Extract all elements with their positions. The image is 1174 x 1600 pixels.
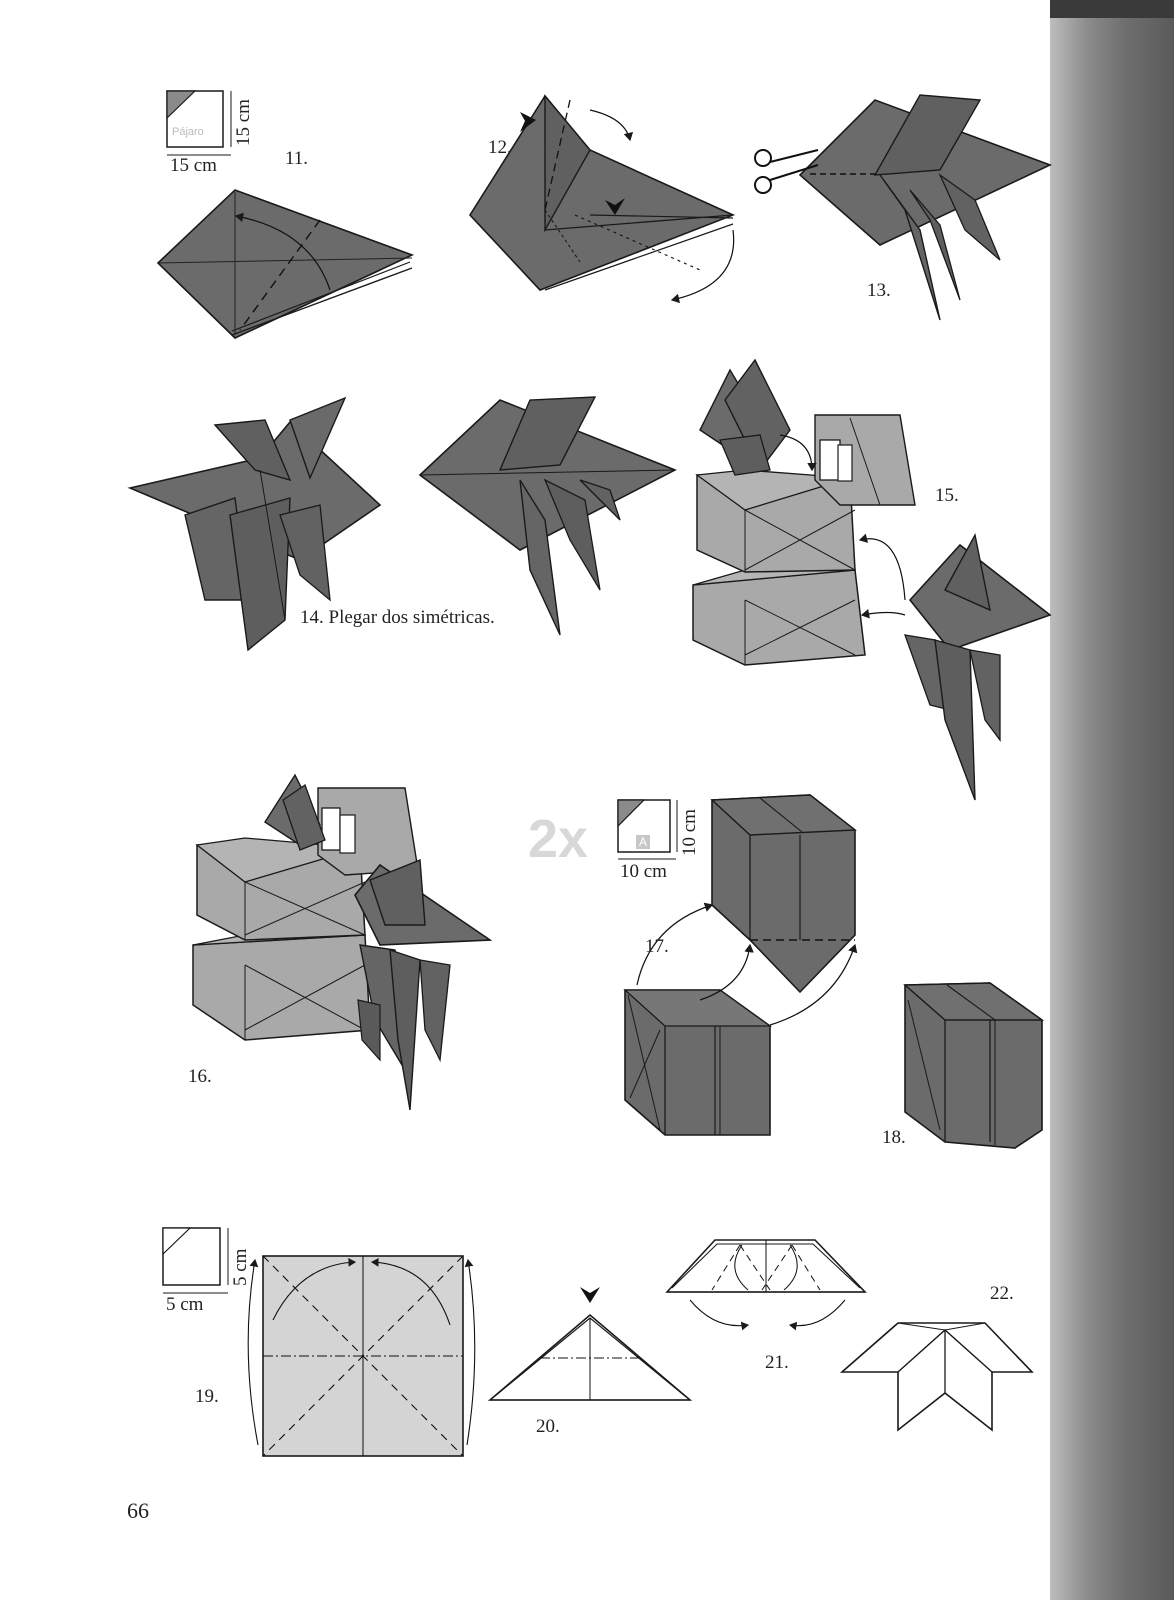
step-19-label: 19.	[195, 1386, 219, 1407]
dimension-height-box: 10 cm	[679, 809, 700, 856]
book-spine-edge	[1050, 0, 1174, 18]
dimension-width-bird: 15 cm	[170, 155, 217, 176]
paper-tag-bird: Pájaro	[172, 126, 204, 138]
paper-multiplier: 2x	[528, 809, 589, 869]
step-18-label: 18.	[882, 1127, 906, 1148]
step-15-diagram	[692, 358, 1052, 801]
dimension-height-bird: 15 cm	[233, 99, 254, 146]
step-20-diagram	[487, 1287, 693, 1401]
page-number: 66	[127, 1498, 149, 1523]
paper-tag-box: A	[636, 835, 651, 849]
paper-spec-box	[617, 799, 678, 860]
book-spine-shadow	[1050, 0, 1174, 1600]
dimension-width-box: 10 cm	[620, 861, 667, 882]
step-17-label: 17.	[645, 936, 669, 957]
step-12-label: 12.	[488, 137, 512, 158]
step-15-label: 15.	[935, 485, 959, 506]
paper-spec-flower	[162, 1227, 229, 1294]
step-21-diagram	[665, 1239, 867, 1331]
step-19-diagram	[247, 1255, 476, 1457]
step-14-label: 14. Plegar dos simétricas.	[300, 607, 495, 628]
step-20-label: 20.	[536, 1416, 560, 1437]
step-13-label: 13.	[867, 280, 891, 301]
step-17-diagram	[623, 794, 858, 1136]
dimension-width-flower: 5 cm	[166, 1294, 204, 1315]
step-22-label: 22.	[990, 1283, 1014, 1304]
step-14-diagram-right	[418, 396, 677, 636]
step-16-diagram	[192, 773, 493, 1111]
step-22-diagram	[839, 1322, 1034, 1432]
push-arrow-icon	[580, 1287, 600, 1303]
step-11-diagram	[156, 189, 415, 339]
step-14-diagram-left	[127, 396, 382, 652]
push-arrow-icon	[520, 112, 536, 132]
scissors-icon	[754, 149, 819, 194]
step-18-diagram	[903, 982, 1045, 1149]
step-13-diagram	[754, 94, 1053, 321]
step-11-label: 11.	[285, 148, 309, 169]
push-arrow-icon	[605, 198, 625, 215]
step-16-label: 16.	[188, 1066, 212, 1087]
paper-spec-bird	[166, 90, 232, 156]
step-21-label: 21.	[765, 1352, 789, 1373]
step-12-diagram	[468, 94, 736, 304]
dimension-height-flower: 5 cm	[230, 1248, 251, 1286]
